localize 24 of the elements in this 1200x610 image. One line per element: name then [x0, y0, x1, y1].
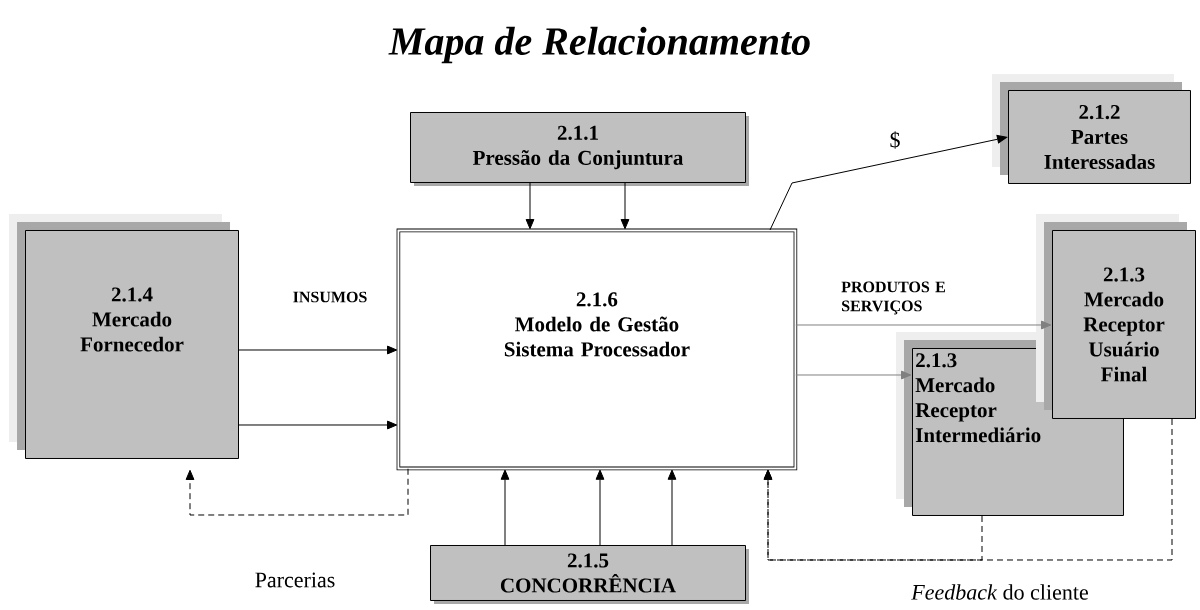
arrow: [595, 469, 605, 546]
arrow: [238, 345, 398, 355]
shaded-box: 2.1.4 Mercado Fornecedor: [9, 214, 239, 459]
arrow: [238, 420, 398, 430]
arrow: [769, 134, 1008, 231]
title: Mapa de Relacionamento: [388, 26, 810, 64]
arrow: [795, 320, 1052, 330]
arrow: [763, 418, 1173, 561]
edge-label: INSUMOS: [293, 291, 367, 303]
edge-label: $: [890, 131, 900, 149]
arrow: [525, 182, 535, 230]
edge-label: Feedback do cliente: [911, 584, 1088, 600]
edge-label: Parcerias: [255, 572, 335, 588]
shaded-box: 2.1.3 Mercado Receptor Usuário Final: [1036, 214, 1196, 419]
arrow: [667, 469, 677, 546]
arrow: [795, 370, 912, 380]
arrow: [185, 468, 409, 516]
shaded-box: 2.1.1 Pressão da Conjuntura: [410, 112, 749, 186]
arrow: [620, 182, 630, 230]
main-box: 2.1.6 Modelo de Gestão Sistema Processador: [396, 228, 798, 471]
arrow: [500, 469, 510, 546]
edge-label: PRODUTOS E SERVIÇOS: [841, 281, 945, 315]
shaded-box: 2.1.2 Partes Interessadas: [992, 74, 1191, 184]
shaded-box: 2.1.5 CONCORRÊNCIA: [430, 545, 749, 604]
